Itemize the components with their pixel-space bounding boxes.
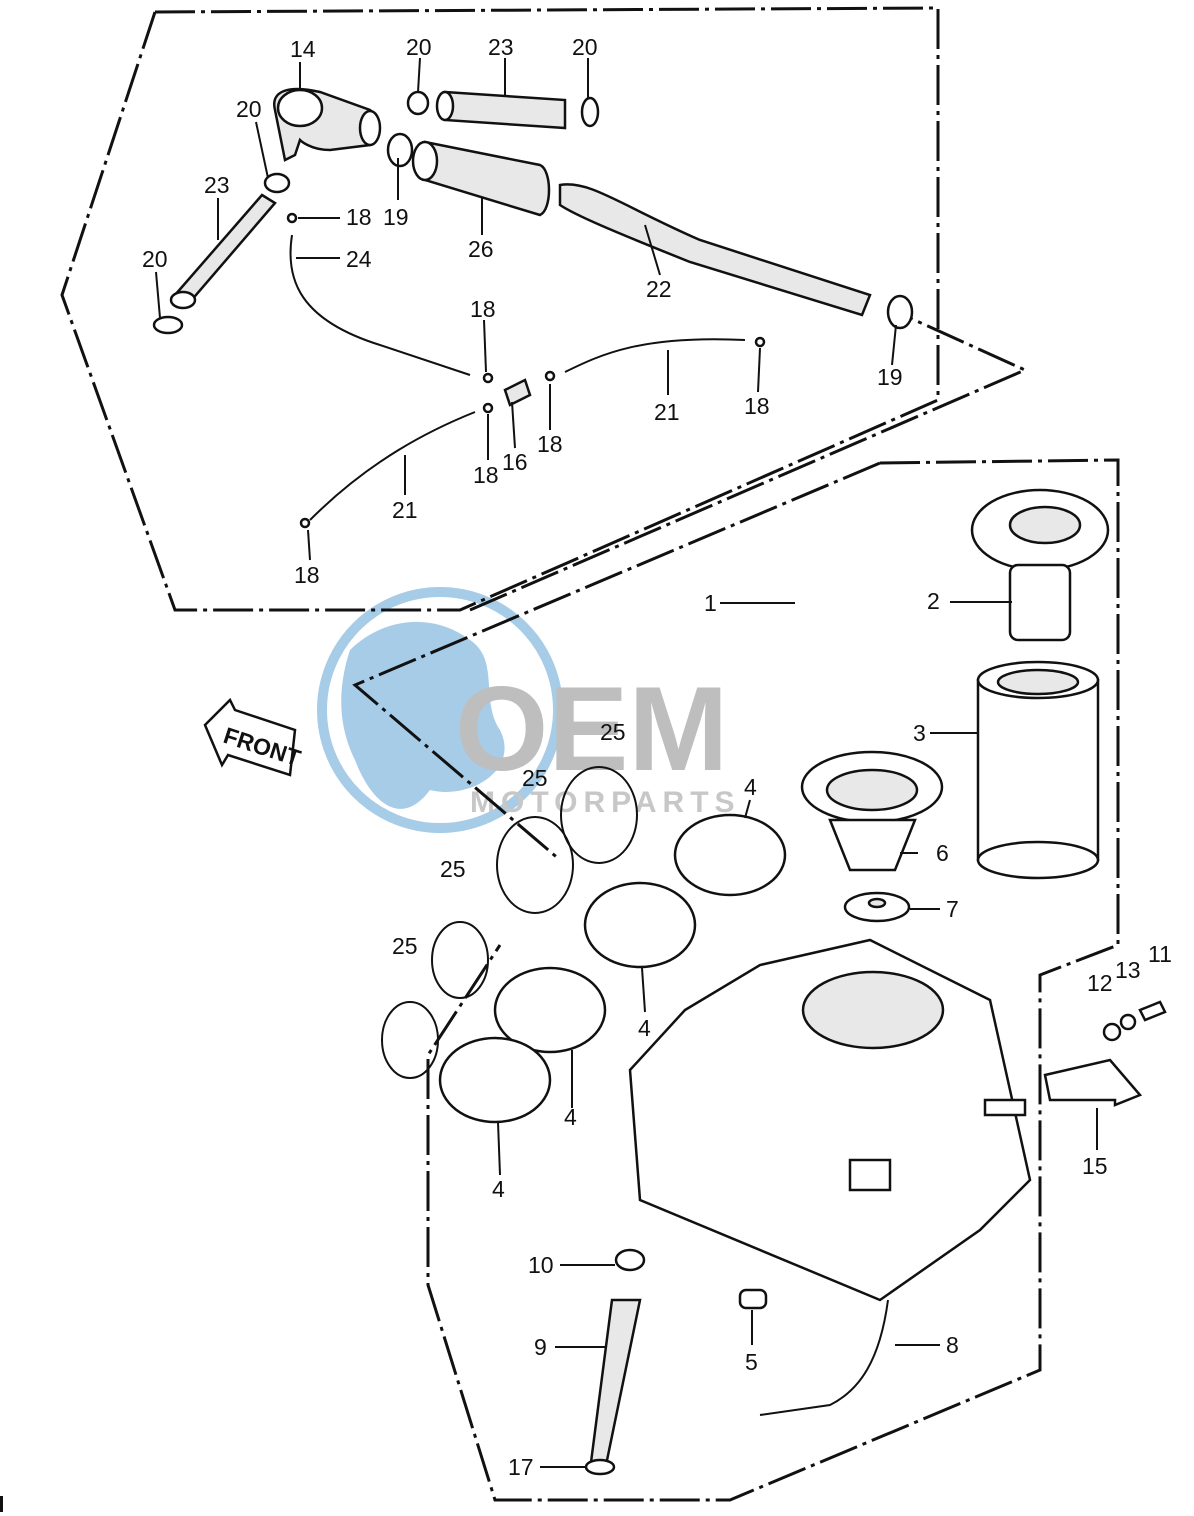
callout-19: 19 [877,364,903,390]
callout-22: 22 [646,276,672,302]
callout-21: 21 [392,497,418,523]
watermark-globe-ring [317,587,563,833]
callout-4: 4 [492,1176,505,1202]
callout-18: 18 [294,562,320,588]
callout-6: 6 [936,840,949,866]
callout-23: 23 [488,34,514,60]
callout-17: 17 [508,1454,534,1480]
callout-25: 25 [440,856,466,882]
part-8-hose [759,1299,889,1416]
callout-7: 7 [946,896,959,922]
callout-16: 16 [502,449,528,475]
callout-9: 9 [534,1334,547,1360]
callout-2: 2 [927,588,940,614]
part-25-o-rings [381,766,638,1079]
part-2-filter-cap [970,488,1110,642]
callout-18: 18 [744,393,770,419]
callout-18: 18 [537,431,563,457]
callout-25: 25 [392,933,418,959]
leader-lines [155,57,1098,1468]
part-6-funnel [800,750,944,872]
watermark-globe-land [341,621,505,809]
clamps [152,90,914,529]
part-23-hose-upper [435,90,567,130]
callout-25: 25 [522,765,548,791]
part-14-air-duct [272,87,382,162]
callout-4: 4 [744,774,757,800]
part-9-drain-tube [588,1298,642,1472]
part-22-hose-long [558,183,872,317]
callout-11: 11 [1148,941,1172,967]
callout-3: 3 [913,720,926,746]
callout-4: 4 [564,1104,577,1130]
callout-1: 1 [704,590,717,616]
hardware-11-12-13 [1102,1000,1167,1042]
callout-21: 21 [654,399,680,425]
part-7-spacer [843,891,911,923]
part-17-clamp [584,1458,616,1476]
watermark-logo: OEM [455,662,728,796]
part-21-hose-right [564,338,746,373]
callout-20: 20 [142,246,168,272]
part-15-bracket [1043,1058,1143,1107]
callout-23: 23 [204,172,230,198]
callout-25: 25 [600,719,626,745]
callout-24: 24 [346,246,372,272]
part-16-valve [503,378,532,407]
callout-10: 10 [528,1252,554,1278]
callout-13: 13 [1115,957,1141,983]
callout-15: 15 [1082,1153,1108,1179]
watermark: OEM MOTORPARTS [317,587,741,833]
callout-20: 20 [236,96,262,122]
part-21-hose-left [309,411,476,521]
upper-group-outline [60,6,940,612]
callout-20: 20 [572,34,598,60]
callout-18: 18 [470,296,496,322]
part-10-grommet [614,1248,646,1272]
part-24-hose [289,234,471,376]
part-1-air-box [628,938,1032,1302]
part-5-damper [738,1288,768,1310]
part-23-hose-left [169,193,277,310]
edge-mark [0,1496,3,1512]
part-3-filter-element [976,660,1100,880]
watermark-text: MOTORPARTS [470,786,741,819]
callout-8: 8 [946,1332,959,1358]
callout-4: 4 [638,1015,651,1041]
callouts: 14 20 23 20 20 23 20 18 19 26 24 22 18 1… [142,34,1172,1480]
part-26-muffler [411,140,551,217]
part-4-boots [438,813,787,1124]
callout-12: 12 [1087,970,1113,996]
callout-18: 18 [473,462,499,488]
lower-group-outline [352,316,1120,1502]
callout-14: 14 [290,36,316,62]
front-arrow: FRONT [203,697,304,777]
callout-20: 20 [406,34,432,60]
callout-19: 19 [383,204,409,230]
callout-5: 5 [745,1349,758,1375]
callout-18: 18 [346,204,372,230]
callout-26: 26 [468,236,494,262]
